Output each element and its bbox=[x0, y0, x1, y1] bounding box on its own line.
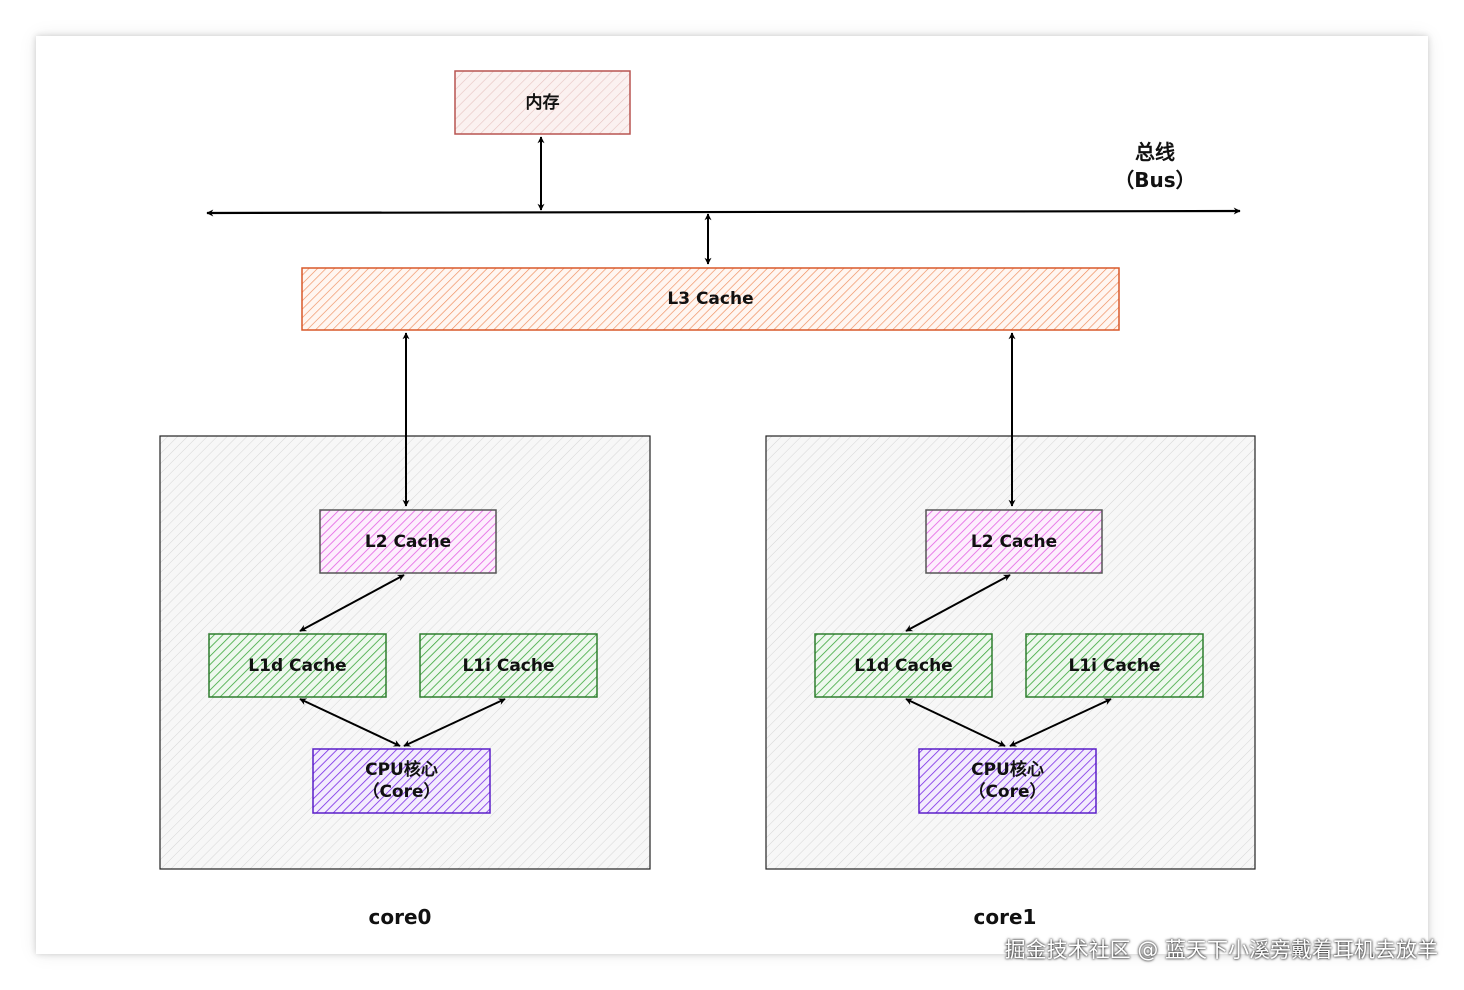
watermark-text: 掘金技术社区 @ 蓝天下小溪旁戴着耳机去放羊 bbox=[1004, 938, 1438, 962]
core1-l1i-node bbox=[1025, 633, 1204, 698]
memory-node bbox=[454, 70, 631, 135]
core0-cpu-node bbox=[312, 748, 491, 814]
core0-l2-l1d-arrow bbox=[299, 574, 405, 632]
core0-l1i-cpu-arrow bbox=[403, 698, 506, 747]
core1-l1d-cpu-arrow bbox=[905, 698, 1006, 747]
core0-l1d-node bbox=[208, 633, 387, 698]
l3-cache-node bbox=[301, 267, 1120, 331]
bus-line bbox=[206, 207, 1241, 217]
core1-l1i-cpu-arrow bbox=[1009, 698, 1112, 747]
core1-l2-l1d-arrow bbox=[905, 574, 1011, 632]
core1-cpu-node bbox=[918, 748, 1097, 814]
core0-l1i-node bbox=[419, 633, 598, 698]
core0-l2-node bbox=[319, 509, 497, 574]
core1-l1d-node bbox=[814, 633, 993, 698]
core1-l2-node bbox=[925, 509, 1103, 574]
core0-l1d-cpu-arrow bbox=[299, 698, 401, 747]
